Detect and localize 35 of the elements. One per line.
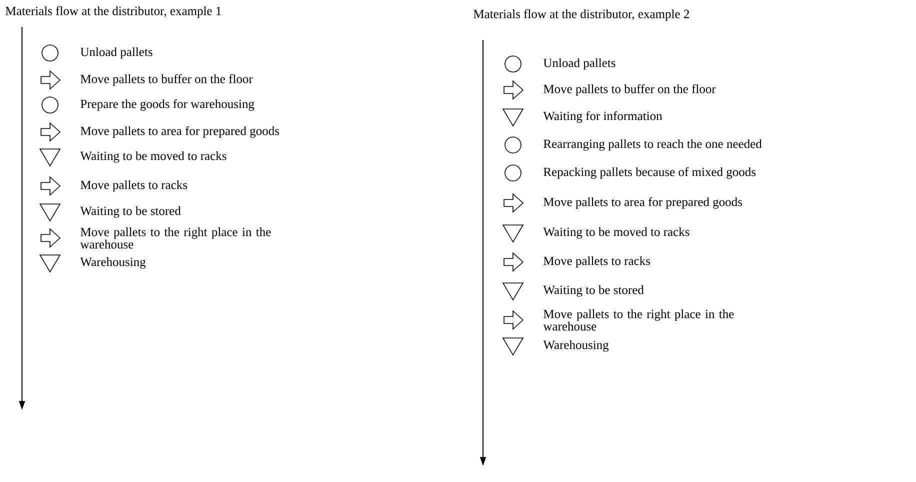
arrow-symbol [504, 252, 524, 272]
step-label: Move pallets to the right place in the warehouse [80, 227, 271, 249]
step-label: Warehousing [80, 257, 146, 269]
arrow-symbol [40, 176, 61, 196]
circle-symbol [504, 56, 522, 72]
flow-heading: Materials flow at the distributor, example 1 [6, 6, 221, 18]
step-label: Move pallets to racks [544, 256, 650, 268]
circle-symbol [504, 136, 522, 154]
circle-symbol [42, 96, 58, 114]
flow-heading: Materials flow at the distributor, example 2 [474, 9, 689, 21]
arrow-symbol [504, 80, 524, 100]
step-label: Unload pallets [543, 58, 616, 70]
arrow-symbol [504, 310, 524, 330]
step-label: Move pallets to racks [80, 180, 188, 192]
arrow-symbol [504, 193, 524, 213]
step-label: Waiting to be moved to racks [543, 227, 690, 239]
step-label: Move pallets to the right place in the warehouse [543, 309, 734, 331]
arrow-symbol [40, 228, 61, 248]
step-label: Prepare the goods for warehousing [80, 99, 254, 111]
circle-symbol [504, 164, 522, 182]
step-label: Move pallets to buffer on the floor [544, 84, 716, 96]
step-label: Waiting to be stored [80, 206, 181, 218]
step-label: Waiting for information [543, 111, 662, 123]
step-label: Unload pallets [80, 47, 152, 59]
step-label: Repacking pallets because of mixed goods [544, 167, 756, 179]
arrow-symbol [40, 70, 61, 90]
step-label: Move pallets to area for prepared goods [544, 197, 742, 209]
circle-symbol [42, 44, 58, 62]
step-label: Waiting to be stored [543, 285, 644, 297]
arrow-symbol [40, 122, 61, 142]
step-label: Waiting to be moved to racks [80, 151, 226, 163]
step-label: Warehousing [543, 340, 609, 352]
step-label: Rearranging pallets to reach the one needed [544, 139, 762, 151]
step-label: Move pallets to buffer on the floor [80, 74, 253, 86]
step-label: Move pallets to area for prepared goods [80, 126, 279, 138]
